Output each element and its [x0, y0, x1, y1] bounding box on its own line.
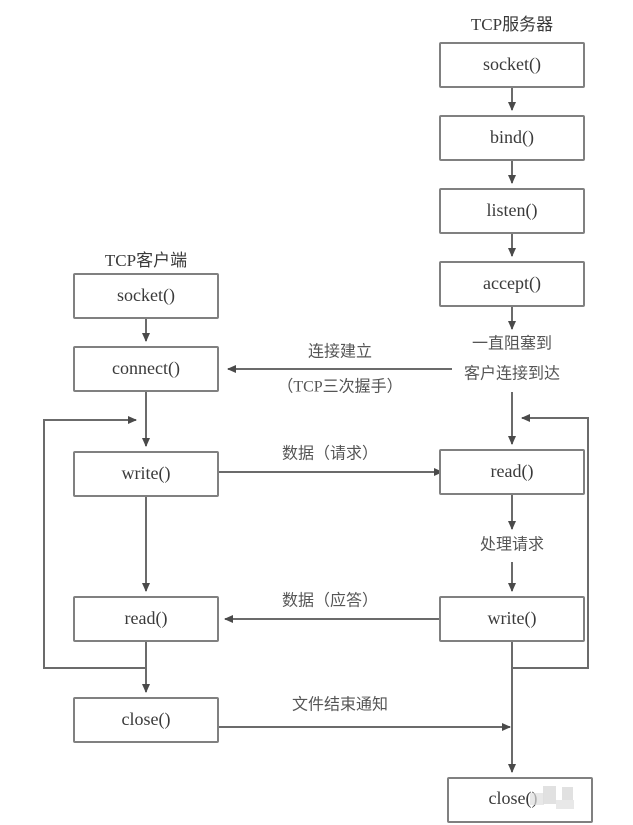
node-client-write[interactable]: write() [73, 451, 219, 497]
node-server-listen[interactable]: listen() [439, 188, 585, 234]
node-client-socket[interactable]: socket() [73, 273, 219, 319]
edge-label-blocking-bottom: 客户连接到达 [464, 365, 560, 383]
node-client-close[interactable]: close() [73, 697, 219, 743]
node-server-listen-label: listen() [487, 200, 538, 221]
node-server-accept-label: accept() [483, 273, 541, 294]
node-client-read[interactable]: read() [73, 596, 219, 642]
node-server-accept-box [439, 261, 585, 307]
watermark-artifact [530, 786, 574, 809]
edge-label-process-request: 处理请求 [480, 536, 544, 554]
edge-label-data-request: 数据（请求） [282, 445, 378, 463]
node-client-socket-label: socket() [117, 285, 175, 306]
node-server-listen-box [439, 188, 585, 234]
edge-label-connection-top: 连接建立 [308, 343, 372, 361]
node-server-accept[interactable]: accept() [439, 261, 585, 307]
edge-label-data-response: 数据（应答） [282, 591, 378, 610]
edge-client-loop-back [43, 416, 146, 669]
node-client-close-label: close() [122, 709, 171, 730]
node-server-read-box [439, 449, 585, 495]
node-server-socket[interactable]: socket() [439, 42, 585, 88]
node-server-socket-label: socket() [483, 54, 541, 75]
node-server-read[interactable]: read() [439, 449, 585, 495]
node-server-bind-label: bind() [490, 127, 534, 148]
edge-label-eof-notify: 文件结束通知 [292, 696, 388, 714]
node-client-close-box [73, 697, 219, 743]
edge-label-blocking-top: 一直阻塞到 [472, 335, 552, 353]
node-client-read-label: read() [125, 608, 168, 629]
node-server-close[interactable]: close() [447, 777, 593, 823]
node-client-connect-box [73, 346, 219, 392]
node-client-write-label: write() [122, 463, 171, 484]
node-client-socket-box [73, 273, 219, 319]
server-column-title: TCP服务器 [471, 15, 553, 34]
node-client-connect[interactable]: connect() [73, 346, 219, 392]
edge-label-connection-bottom: （TCP三次握手） [277, 378, 402, 396]
node-client-write-box [73, 451, 219, 497]
node-client-connect-label: connect() [112, 358, 180, 379]
node-server-write[interactable]: write() [439, 596, 585, 642]
edge-server-loop-back [512, 414, 589, 669]
node-client-read-box [73, 596, 219, 642]
node-server-write-label: write() [488, 608, 537, 629]
node-server-close-label: close() [489, 788, 538, 809]
node-server-bind[interactable]: bind() [439, 115, 585, 161]
node-server-write-box [439, 596, 585, 642]
node-server-socket-box [439, 42, 585, 88]
client-column-title: TCP客户端 [105, 251, 187, 270]
node-server-read-label: read() [491, 461, 534, 482]
node-server-bind-box [439, 115, 585, 161]
